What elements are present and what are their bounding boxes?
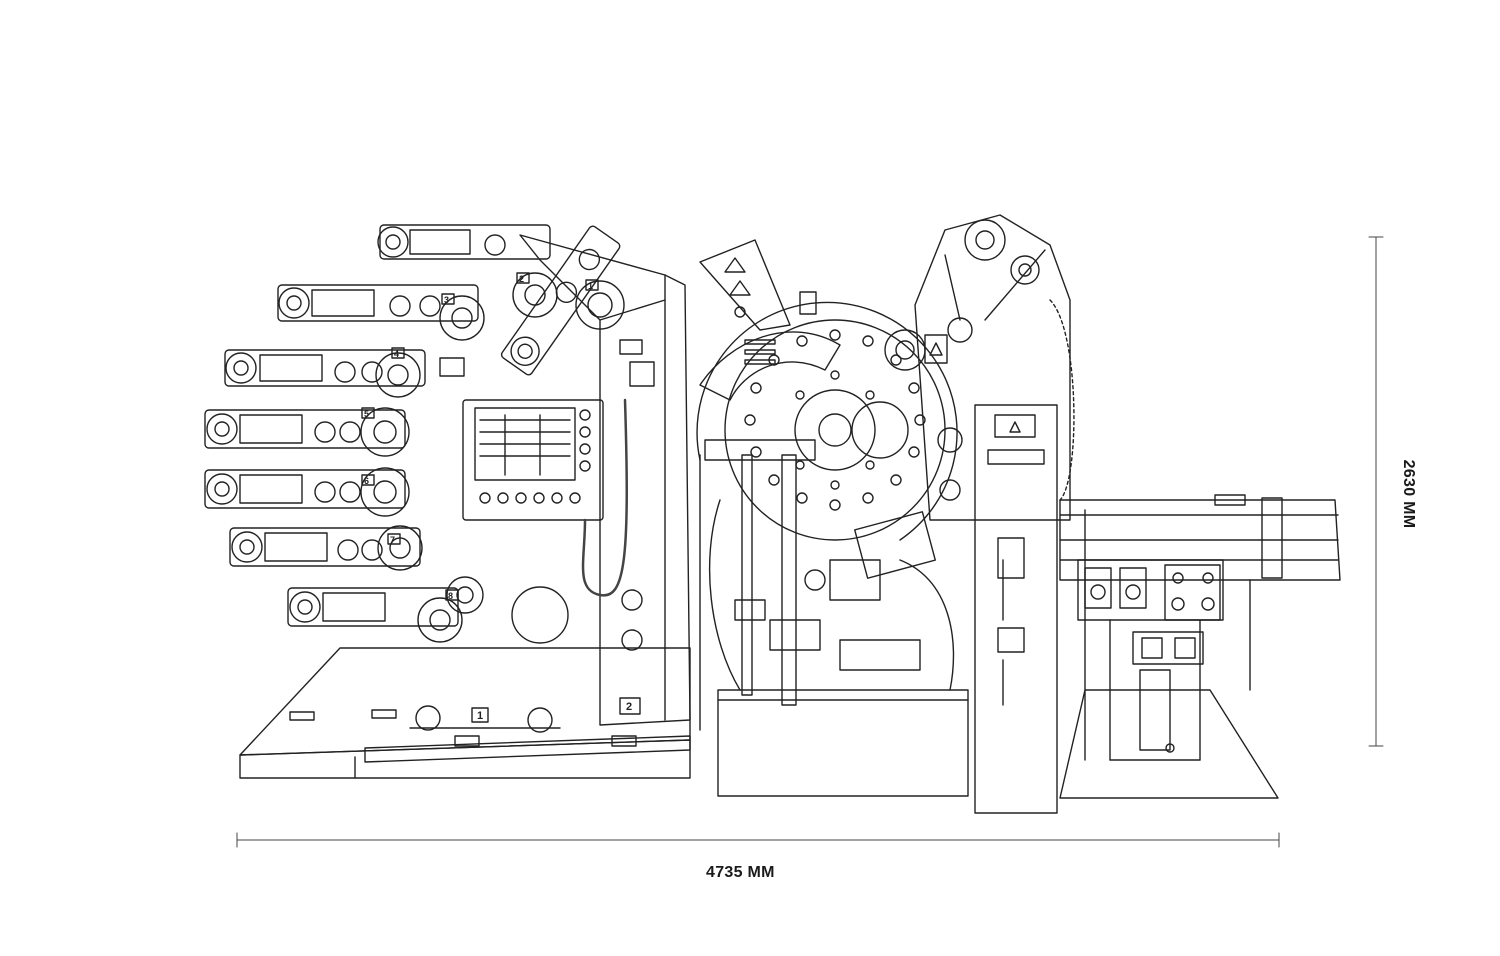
- unit-label-2: 2: [519, 274, 524, 284]
- floor-marker-2: 2: [626, 701, 632, 713]
- left-base-platform: [239, 647, 691, 779]
- unit-label-3: 3: [444, 295, 449, 305]
- printing-unit-2: [377, 224, 558, 318]
- warning-triangle-icon-2: [729, 280, 751, 296]
- height-dimension-line: [1368, 236, 1384, 747]
- unit-label-4: 4: [394, 349, 399, 359]
- floor-markers: 1 2: [477, 701, 632, 722]
- front-pillar: [974, 404, 1058, 814]
- center-base: [699, 439, 969, 797]
- safety-cover: [699, 239, 841, 401]
- drive-tower: [884, 214, 1075, 521]
- electrical-panel: [1077, 559, 1224, 665]
- left-main-frame: [439, 234, 691, 726]
- pillar-warning-icon: [1009, 421, 1021, 433]
- unit-label-1: 1: [588, 281, 593, 291]
- width-dimension-line: [236, 832, 1280, 848]
- printing-unit-6: [204, 467, 410, 517]
- printing-unit-4: [224, 347, 426, 398]
- unit-label-6: 6: [364, 476, 369, 486]
- width-dimension-label: 4735 MM: [706, 864, 775, 881]
- printing-unit-7: [229, 525, 423, 571]
- mandrel-holes: [744, 329, 926, 511]
- printing-unit-1: [500, 225, 621, 376]
- mandrel-wheel: [696, 301, 958, 541]
- floor-marker-1: 1: [477, 710, 483, 722]
- height-dimension-label: 2630 MM: [1400, 459, 1417, 529]
- warning-triangle-icon: [724, 257, 746, 273]
- printing-unit-5: [204, 407, 410, 457]
- printing-unit-3: [277, 284, 485, 341]
- right-base: [1059, 619, 1279, 799]
- tower-warning-icon: [929, 342, 943, 356]
- printing-unit-8: [287, 576, 484, 643]
- printing-unit-stack: [204, 224, 625, 643]
- unit-number-labels: 1 2 3 4 5 6 7 8: [364, 274, 593, 601]
- touch-screen: [474, 407, 576, 481]
- unit-label-7: 7: [390, 535, 395, 545]
- left-frame-details: [409, 586, 643, 733]
- unit-label-8: 8: [448, 591, 453, 601]
- socket-panel: [1132, 631, 1204, 665]
- control-panel: [462, 398, 628, 597]
- unit-label-5: 5: [364, 409, 369, 419]
